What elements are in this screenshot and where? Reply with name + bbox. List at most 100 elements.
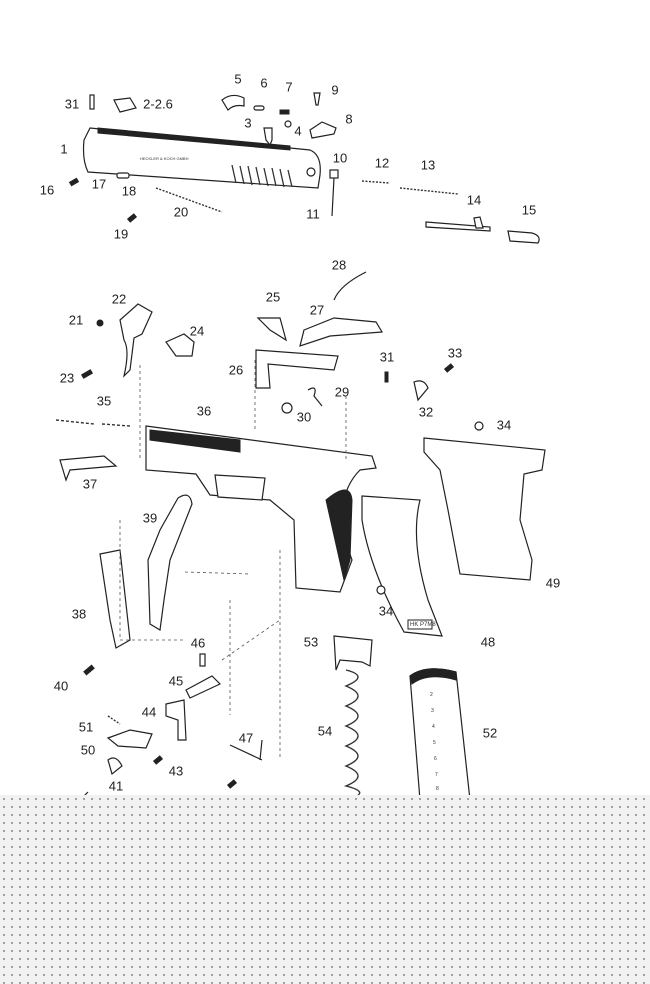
pin-part: [89, 94, 95, 110]
guard-part: [59, 455, 118, 482]
witness-hole-number: 5: [433, 740, 436, 746]
spring-part: [229, 739, 263, 761]
part-label: 34: [496, 417, 512, 433]
pin-part: [331, 177, 335, 217]
part-label: 37: [82, 476, 98, 492]
part-label: 10: [332, 150, 348, 166]
part-label: 33: [447, 345, 463, 361]
part-label: 7: [285, 79, 293, 95]
part-label: 22: [111, 291, 127, 307]
extractor-part: [221, 94, 245, 111]
part-label: 20: [173, 204, 189, 220]
part-label: 16: [39, 182, 55, 198]
spring-part: [399, 187, 459, 195]
screw-part: [376, 585, 386, 595]
part-label: 13: [420, 157, 436, 173]
trigger-part: [119, 303, 153, 378]
part-label: 48: [480, 634, 496, 650]
part-label: 40: [53, 678, 69, 694]
sear-part: [185, 675, 222, 699]
part-label: 38: [71, 606, 87, 622]
pin-part: [226, 779, 238, 789]
pin-part: [384, 371, 389, 383]
witness-hole-number: 4: [432, 724, 435, 730]
part-label: 17: [91, 176, 107, 192]
grip-logo-plate: [407, 619, 433, 630]
part-label: 31: [379, 349, 395, 365]
part-label: 1: [60, 141, 68, 157]
part-label: 47: [238, 730, 254, 746]
slide-part: [82, 127, 321, 189]
part-label: 30: [296, 409, 312, 425]
spring-part: [101, 423, 131, 427]
part-label: 36: [196, 403, 212, 419]
magazine-floorplate: [333, 635, 373, 671]
assembly-guide-lines: [119, 360, 347, 760]
part-label: 45: [168, 673, 184, 689]
grip-marking: HK P7M8: [410, 622, 436, 628]
part-label: 52: [482, 725, 498, 741]
bar-part: [255, 349, 339, 389]
part-label: 18: [121, 183, 137, 199]
lever-part: [147, 494, 193, 631]
part-label: 31: [64, 96, 80, 112]
part-label: 29: [334, 384, 350, 400]
part-label: 14: [466, 192, 482, 208]
witness-hole-number: 2: [430, 692, 433, 698]
firing-pin-part: [425, 221, 491, 232]
spring-part: [279, 109, 290, 115]
catch-part: [106, 729, 153, 749]
clip-part: [263, 127, 273, 147]
part-label: 43: [168, 763, 184, 779]
lever-part: [165, 333, 195, 357]
part-label: 44: [141, 704, 157, 720]
part-label: 23: [59, 370, 75, 386]
part-label: 19: [113, 226, 129, 242]
part-label: 50: [80, 742, 96, 758]
part-label: 8: [345, 111, 353, 127]
part-label: 51: [78, 719, 94, 735]
part-label: 15: [521, 202, 537, 218]
part-label: 25: [265, 289, 281, 305]
part-label: 5: [234, 71, 242, 87]
grip-panel-right: [423, 437, 546, 581]
screw-part: [413, 380, 429, 402]
screw-part: [474, 421, 484, 431]
magazine-lips: [409, 668, 457, 685]
screw-part: [313, 92, 321, 106]
part-label: 26: [228, 362, 244, 378]
part-label: 27: [309, 302, 325, 318]
bushing-part: [329, 169, 339, 179]
witness-hole-number: 8: [436, 786, 439, 792]
frame-part: [145, 425, 377, 593]
slide-marking: HECKLER & KOCH GMBH: [140, 156, 189, 161]
part-label: 24: [189, 323, 205, 339]
pin-part: [83, 664, 95, 676]
rear-sight-part: [309, 121, 337, 139]
magazine-spring: [343, 669, 361, 799]
spring-part: [361, 180, 391, 184]
bar-part: [299, 317, 384, 347]
witness-hole-number: 3: [431, 708, 434, 714]
part-label: 6: [260, 75, 268, 91]
part-label: 41: [108, 778, 124, 794]
spring-part: [107, 715, 121, 725]
plunger-part: [116, 172, 130, 179]
part-label: 2-2.6: [143, 96, 173, 112]
cocking-lever-part: [99, 549, 131, 649]
grip-panel-left: [361, 495, 443, 637]
sight-part: [113, 97, 137, 113]
spring-part: [199, 653, 206, 667]
plate-part: [165, 699, 187, 741]
magazine-body: [409, 668, 471, 801]
pin-part: [152, 755, 164, 765]
wire-spring-part: [333, 271, 367, 301]
pin-part: [126, 213, 138, 223]
pin-part: [80, 369, 94, 379]
pin-part: [96, 319, 104, 327]
part-label: 34: [378, 603, 394, 619]
button-part: [107, 757, 123, 776]
pin-part: [253, 105, 265, 111]
